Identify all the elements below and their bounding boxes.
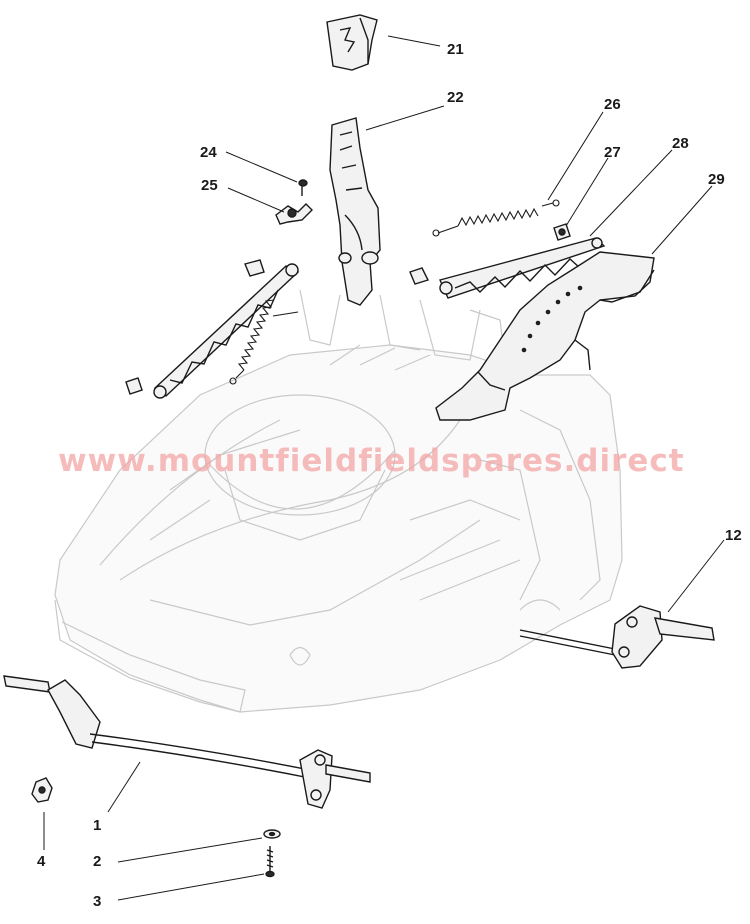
callout-3: 3 bbox=[93, 893, 101, 910]
watermark-text: www.mountfieldfieldspares.direct bbox=[58, 443, 685, 479]
callout-12: 12 bbox=[725, 527, 742, 544]
part-left-spring bbox=[229, 299, 299, 385]
part-3-bolt bbox=[265, 846, 275, 878]
callout-28: 28 bbox=[672, 135, 689, 152]
callout-22: 22 bbox=[447, 89, 464, 106]
callout-4: 4 bbox=[37, 853, 46, 870]
callout-26: 26 bbox=[604, 96, 621, 113]
callout-27: 27 bbox=[604, 144, 621, 161]
part-29-rear-cover bbox=[435, 251, 655, 421]
callout-29: 29 bbox=[708, 171, 725, 188]
part-4-clip bbox=[31, 777, 53, 803]
part-22-height-lever bbox=[329, 117, 381, 306]
part-21-handle-cap bbox=[326, 14, 378, 71]
part-25-clip bbox=[275, 203, 313, 225]
callout-2: 2 bbox=[93, 853, 101, 870]
part-27-pivot-bush bbox=[553, 223, 571, 241]
mower-deck-ghost bbox=[54, 289, 623, 713]
leader-lines bbox=[43, 35, 725, 901]
callout-25: 25 bbox=[201, 177, 218, 194]
part-29-scale-markings bbox=[521, 285, 583, 353]
part-26-spring-upper bbox=[432, 199, 560, 237]
callout-labels: 21 22 24 25 26 27 28 29 12 1 4 2 3 bbox=[37, 41, 742, 910]
part-2-washer bbox=[263, 829, 281, 839]
part-24-screw bbox=[298, 179, 308, 196]
part-28-height-link-right bbox=[409, 237, 606, 299]
callout-24: 24 bbox=[200, 144, 217, 161]
part-1-front-axle bbox=[3, 675, 371, 809]
part-left-height-link bbox=[125, 259, 300, 399]
callout-21: 21 bbox=[447, 41, 464, 58]
part-12-rear-axle bbox=[519, 605, 715, 669]
callout-1: 1 bbox=[93, 817, 101, 834]
